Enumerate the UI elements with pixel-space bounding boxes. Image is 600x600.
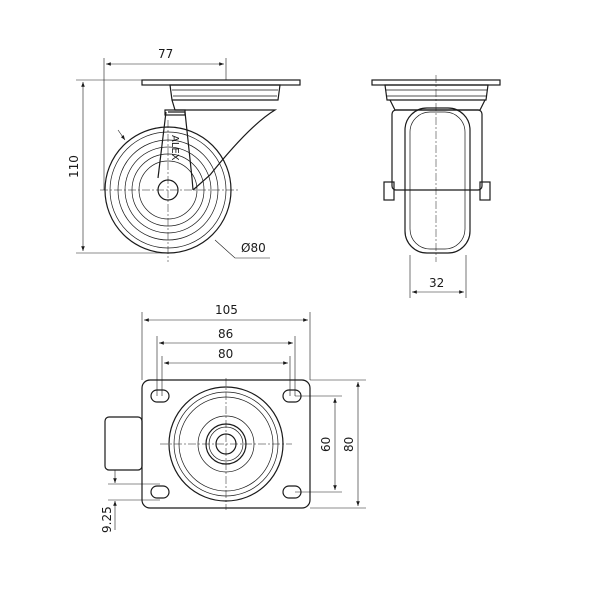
dim-110: 110 — [67, 155, 81, 178]
logo: ALEX — [169, 135, 180, 161]
dim-80-horizontal: 80 — [218, 347, 233, 361]
dim-86: 86 — [218, 327, 233, 341]
top-view: 105 86 80 60 80 — [100, 303, 366, 533]
dim-60: 60 — [319, 437, 333, 452]
dim-77: 77 — [158, 47, 173, 61]
side-view: 77 110 ALEX Ø80 — [67, 47, 301, 262]
dim-9-25: 9.25 — [100, 506, 114, 533]
dim-80-vertical: 80 — [342, 437, 356, 452]
dim-diameter-80: Ø80 — [241, 241, 266, 255]
dim-32: 32 — [429, 276, 444, 290]
front-view: 32 — [371, 75, 501, 298]
dim-105: 105 — [215, 303, 238, 317]
